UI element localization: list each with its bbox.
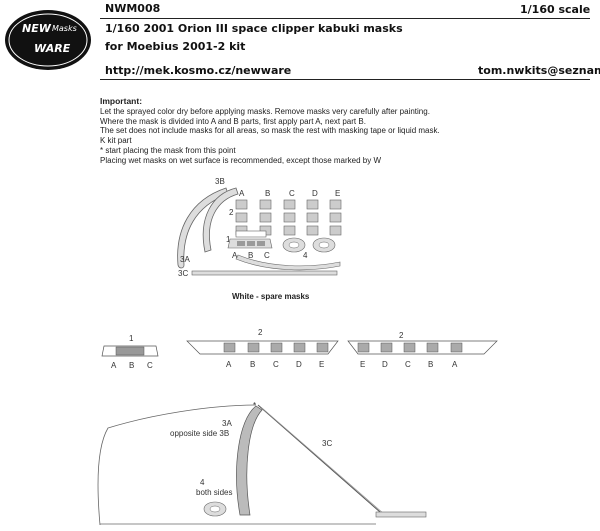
mask-1-top <box>235 230 267 238</box>
sheet-letter: E <box>335 189 340 198</box>
diagram-letter: E <box>319 360 324 369</box>
instruction-line: * start placing the mask from this point <box>100 145 236 155</box>
canopy-frame-3A <box>236 405 263 516</box>
sheet-letter: B <box>248 251 253 260</box>
side-view: * 3A opposite side 3B 3C 4 both sides <box>97 401 427 526</box>
side-label-3A: 3A <box>222 419 232 428</box>
diagram-part1: 1 A B C <box>101 334 159 370</box>
mask-1-piece <box>247 241 255 246</box>
instructions-heading: Important: <box>100 96 143 106</box>
canopy-frame-3C <box>257 404 381 513</box>
diagram-letter: C <box>405 360 411 369</box>
side-label-both: both sides <box>196 488 232 497</box>
diagram-part1-number: 1 <box>129 334 134 343</box>
diagram-letter: D <box>296 360 302 369</box>
divider-top <box>100 18 590 19</box>
nose-tip <box>375 511 427 518</box>
instruction-line: The set does not include masks for all a… <box>100 126 440 136</box>
diagram-part2-left: 2 A B C D E <box>186 328 339 369</box>
canopy-frame-3C-edge <box>261 407 385 515</box>
start-marker: * <box>253 401 256 410</box>
mask-4-a-hole <box>288 241 300 249</box>
mask-1-piece <box>237 241 245 246</box>
sheet-letter: D <box>312 189 318 198</box>
diagram-letter: A <box>226 360 232 369</box>
diagram-letter: C <box>147 361 153 370</box>
window-4-hole <box>209 505 221 513</box>
diagram-part2-right-number: 2 <box>399 331 404 340</box>
sheet-letter: A <box>239 189 245 198</box>
mask-strip <box>235 254 341 271</box>
label-3C: 3C <box>178 269 188 278</box>
divider-bottom <box>100 79 590 80</box>
diagram-part2-right: 2 E D C B A <box>347 331 498 369</box>
spare-masks-caption: White - spare masks <box>232 292 310 301</box>
instruction-line: Where the mask is divided into A and B p… <box>100 116 366 126</box>
mask-4-b-hole <box>318 241 330 249</box>
label-4: 4 <box>303 251 308 260</box>
diagram-letter: C <box>273 360 279 369</box>
diagram-part2-right-frame <box>347 340 498 355</box>
sheet-letter: C <box>289 189 295 198</box>
label-1: 1 <box>226 235 231 244</box>
scale-label: 1/160 scale <box>520 3 591 16</box>
mask-grid <box>235 199 342 236</box>
mask-3C <box>191 270 338 276</box>
label-2: 2 <box>229 208 234 217</box>
side-label-opposite: opposite side 3B <box>170 429 229 438</box>
email-link[interactable]: tom.nwkits@seznam.cz <box>478 64 600 77</box>
side-label-3C: 3C <box>322 439 332 448</box>
diagram-letter: B <box>428 360 433 369</box>
title-line-2: for Moebius 2001-2 kit <box>105 40 246 53</box>
diagram-part1-window <box>115 346 145 356</box>
diagram-part2-left-number: 2 <box>258 328 263 337</box>
label-3B: 3B <box>215 177 225 186</box>
sheet-letter: B <box>265 189 270 198</box>
instruction-line: K kit part <box>100 136 132 146</box>
product-code: NWM008 <box>105 2 161 15</box>
sheet-letter: C <box>264 251 270 260</box>
side-label-4: 4 <box>200 478 205 487</box>
diagram-letter: A <box>111 361 117 370</box>
instructions: Important: Let the sprayed color dry bef… <box>100 96 440 166</box>
label-3A: 3A <box>180 255 190 264</box>
diagram-letter: B <box>250 360 255 369</box>
diagram-letter: E <box>360 360 365 369</box>
diagram-part2-left-frame <box>186 340 339 355</box>
diagram-letter: A <box>452 360 458 369</box>
mask-1-piece <box>257 241 265 246</box>
title-line-1: 1/160 2001 Orion III space clipper kabuk… <box>105 22 403 35</box>
instruction-line: Let the sprayed color dry before applyin… <box>100 106 430 116</box>
mask-3B-inner <box>202 187 239 253</box>
website-link[interactable]: http://mek.kosmo.cz/newware <box>105 64 292 77</box>
diagram-letter: B <box>129 361 134 370</box>
fuselage-outline <box>97 404 257 526</box>
instruction-line: Placing wet masks on wet surface is reco… <box>100 155 382 165</box>
mask-sheet: 3B 3A 3C A B C D E 2 1 A B C <box>177 177 342 278</box>
diagram-letter: D <box>382 360 388 369</box>
sheet-letter: A <box>232 251 238 260</box>
